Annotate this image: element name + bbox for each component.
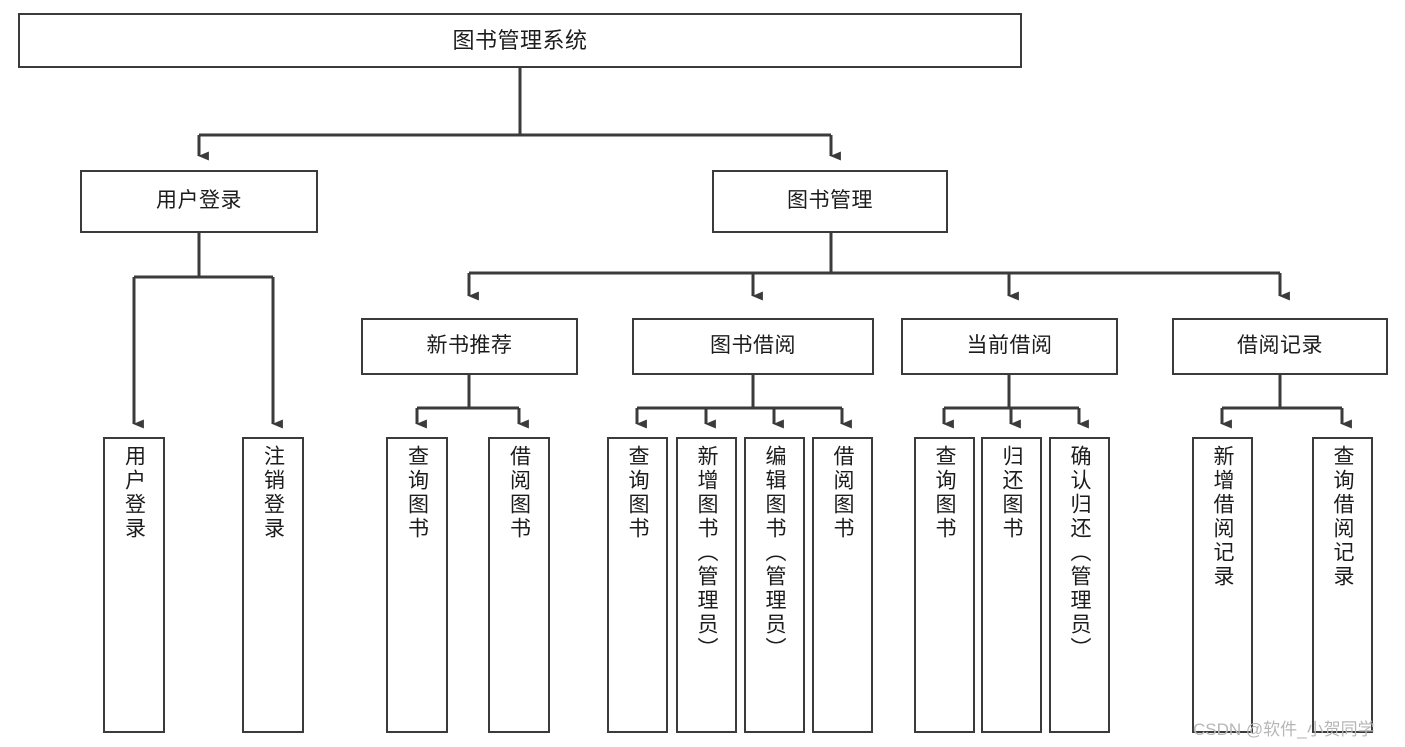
node-new-book-recommend[interactable]: 新书推荐 <box>361 318 578 375</box>
node-leaf-user-login-label: 用户登录 <box>122 445 146 541</box>
node-leaf-borrow-add-book-admin[interactable]: 新增图书（管理员） <box>676 437 737 733</box>
node-leaf-current-return-book[interactable]: 归还图书 <box>981 437 1042 733</box>
node-leaf-record-add-record-label: 新增借阅记录 <box>1211 445 1234 589</box>
node-leaf-borrow-edit-book-admin-label: 编辑图书（管理员） <box>763 445 786 661</box>
node-leaf-logout[interactable]: 注销登录 <box>242 437 304 733</box>
node-leaf-borrow-query-book[interactable]: 查询图书 <box>607 437 668 733</box>
node-leaf-borrow-query-book-label: 查询图书 <box>626 445 649 541</box>
node-user-login-label: 用户登录 <box>156 189 242 213</box>
node-leaf-current-return-book-label: 归还图书 <box>1000 445 1023 541</box>
node-book-borrow[interactable]: 图书借阅 <box>632 318 874 375</box>
watermark: CSDN @软件_小贺同学 <box>1193 720 1375 739</box>
node-current-borrow[interactable]: 当前借阅 <box>901 318 1118 375</box>
node-leaf-newbook-query-book-label: 查询图书 <box>405 445 429 541</box>
node-leaf-record-query-record[interactable]: 查询借阅记录 <box>1312 437 1373 733</box>
node-leaf-newbook-borrow-book[interactable]: 借阅图书 <box>488 437 550 733</box>
node-leaf-current-confirm-return-admin-label: 确认归还（管理员） <box>1068 445 1091 661</box>
node-root-label: 图书管理系统 <box>452 27 588 53</box>
node-leaf-current-query-book-label: 查询图书 <box>933 445 956 541</box>
node-root[interactable]: 图书管理系统 <box>18 13 1022 68</box>
node-book-management[interactable]: 图书管理 <box>712 170 948 233</box>
node-user-login[interactable]: 用户登录 <box>80 170 318 233</box>
node-book-borrow-label: 图书借阅 <box>710 334 796 358</box>
node-new-book-recommend-label: 新书推荐 <box>426 334 513 358</box>
node-leaf-newbook-borrow-book-label: 借阅图书 <box>507 445 531 541</box>
node-leaf-newbook-query-book[interactable]: 查询图书 <box>386 437 448 733</box>
node-leaf-borrow-add-book-admin-label: 新增图书（管理员） <box>695 445 718 661</box>
node-leaf-borrow-borrow-book[interactable]: 借阅图书 <box>812 437 873 733</box>
node-current-borrow-label: 当前借阅 <box>966 334 1053 358</box>
node-leaf-logout-label: 注销登录 <box>261 445 285 541</box>
node-leaf-user-login[interactable]: 用户登录 <box>103 437 165 733</box>
node-leaf-current-confirm-return-admin[interactable]: 确认归还（管理员） <box>1049 437 1110 733</box>
node-leaf-borrow-edit-book-admin[interactable]: 编辑图书（管理员） <box>744 437 805 733</box>
node-borrow-record-label: 借阅记录 <box>1237 334 1323 358</box>
node-leaf-record-add-record[interactable]: 新增借阅记录 <box>1192 437 1253 733</box>
node-leaf-record-query-record-label: 查询借阅记录 <box>1331 445 1354 589</box>
node-borrow-record[interactable]: 借阅记录 <box>1172 318 1388 375</box>
node-leaf-borrow-borrow-book-label: 借阅图书 <box>831 445 854 541</box>
node-leaf-current-query-book[interactable]: 查询图书 <box>914 437 975 733</box>
node-book-management-label: 图书管理 <box>787 189 873 213</box>
